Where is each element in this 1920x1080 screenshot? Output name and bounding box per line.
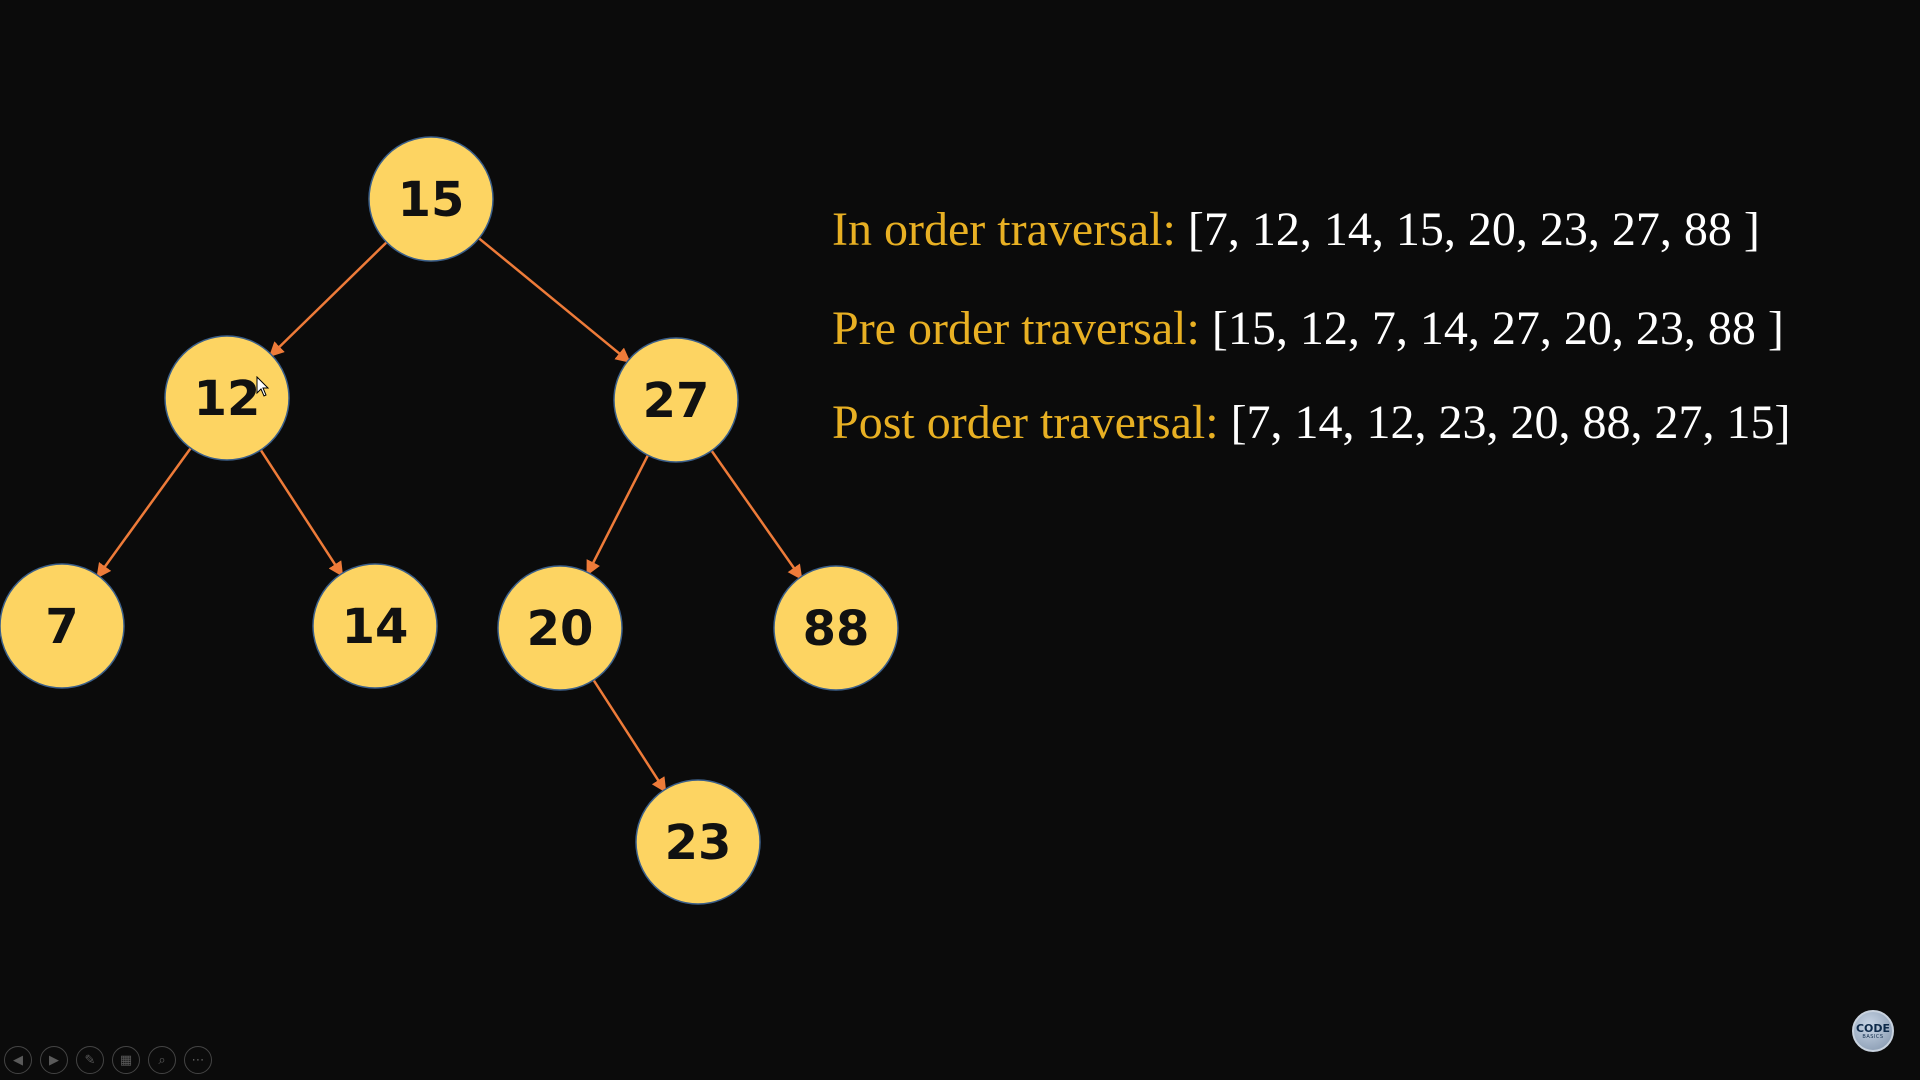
edge-12-to-7 (96, 444, 195, 579)
pen-icon: ✎ (84, 1052, 96, 1068)
node-circle (497, 565, 623, 691)
pre-order-label: Pre order traversal: (832, 302, 1200, 355)
node-value: 20 (527, 601, 594, 657)
tree-node-20: 20 (497, 565, 623, 691)
post-order-traversal: Post order traversal: [7, 14, 12, 23, 20… (832, 399, 1791, 447)
in-order-traversal: In order traversal: [7, 12, 14, 15, 20, … (832, 206, 1760, 254)
tree-nodes: 15 12 27 7 14 20 88 23 (0, 136, 899, 905)
pre-order-traversal: Pre order traversal: [15, 12, 7, 14, 27,… (832, 305, 1784, 353)
edge-27-to-88 (708, 446, 803, 581)
node-circle (164, 335, 290, 461)
in-order-values: [7, 12, 14, 15, 20, 23, 27, 88 ] (1175, 203, 1760, 256)
edge-15-to-27 (475, 234, 631, 363)
zoom-icon: ⌕ (158, 1052, 166, 1068)
prev-slide-icon: ◀ (13, 1052, 23, 1068)
codebasics-logo: CODE BASICS (1852, 1010, 1894, 1052)
node-value: 14 (342, 599, 409, 655)
tree-node-15: 15 (368, 136, 494, 262)
pen-button[interactable]: ✎ (76, 1046, 104, 1074)
node-circle (613, 337, 739, 463)
node-value: 27 (643, 373, 710, 429)
node-circle (773, 565, 899, 691)
tree-node-23: 23 (635, 779, 761, 905)
node-circle (0, 563, 125, 689)
edge-27-to-20 (586, 451, 651, 576)
node-value: 12 (194, 371, 261, 427)
node-value: 15 (398, 172, 465, 228)
edge-20-to-23 (590, 676, 667, 793)
more-button[interactable]: ⋯ (184, 1046, 212, 1074)
tree-node-27: 27 (613, 337, 739, 463)
node-value: 7 (45, 599, 78, 655)
pre-order-values: [15, 12, 7, 14, 27, 20, 23, 88 ] (1199, 302, 1784, 355)
node-value: 23 (665, 815, 732, 871)
logo-text-code: CODE (1855, 1021, 1891, 1035)
node-circle (635, 779, 761, 905)
next-slide-button[interactable]: ▶ (40, 1046, 68, 1074)
slides-grid-button[interactable]: ▦ (112, 1046, 140, 1074)
tree-node-7: 7 (0, 563, 125, 689)
zoom-button[interactable]: ⌕ (148, 1046, 176, 1074)
in-order-label: In order traversal: (832, 203, 1176, 256)
edge-12-to-14 (257, 445, 344, 577)
tree-node-12: 12 (164, 335, 290, 461)
edge-15-to-12 (268, 238, 391, 358)
prev-slide-button[interactable]: ◀ (4, 1046, 32, 1074)
mouse-cursor-icon (256, 376, 270, 397)
tree-edges (96, 234, 803, 793)
node-circle (368, 136, 494, 262)
tree-node-14: 14 (312, 563, 438, 689)
more-icon: ⋯ (191, 1052, 205, 1068)
slides-grid-icon: ▦ (119, 1052, 133, 1068)
post-order-label: Post order traversal: (832, 396, 1219, 449)
node-circle (312, 563, 438, 689)
post-order-values: [7, 14, 12, 23, 20, 88, 27, 15] (1218, 396, 1791, 449)
node-value: 88 (803, 601, 870, 657)
logo-text-basics: BASICS (1862, 1033, 1884, 1040)
next-slide-icon: ▶ (49, 1052, 59, 1068)
tree-node-88: 88 (773, 565, 899, 691)
slideshow-toolbar: ◀ ▶ ✎ ▦ ⌕ ⋯ (4, 1046, 212, 1076)
